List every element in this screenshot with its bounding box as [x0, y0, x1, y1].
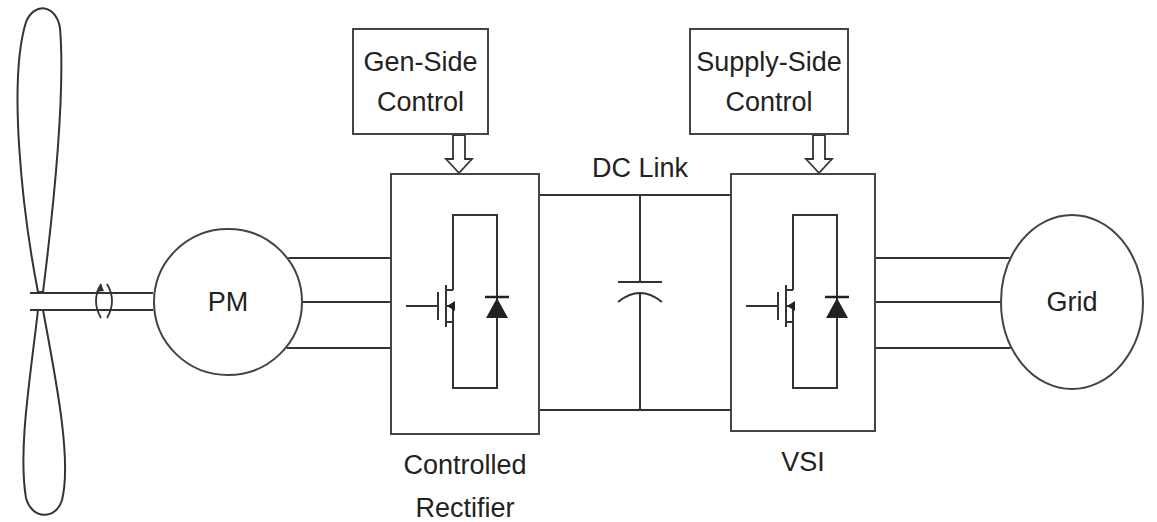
mosfet-diode-symbol — [746, 215, 849, 388]
capacitor-plate — [618, 281, 662, 283]
dc-link-label: DC Link — [592, 152, 688, 184]
node-label: Gen-Side Control — [354, 42, 487, 122]
node-label: Grid — [1046, 282, 1097, 322]
block-label: Controlled Rectifier — [365, 444, 565, 522]
rotation-arrow — [107, 284, 112, 318]
three-phase-lines — [876, 258, 1011, 348]
propeller-blade — [18, 8, 62, 292]
grid-circle: Grid — [1000, 214, 1144, 390]
control-arrow — [446, 135, 472, 173]
rotation-arrowhead — [96, 284, 104, 292]
inverter-box: VSI — [730, 173, 876, 432]
rectifier-box: Controlled Rectifier — [390, 173, 540, 435]
node-label: PM — [208, 282, 249, 322]
dc-link-bus — [540, 195, 730, 410]
control-arrow — [806, 135, 832, 173]
block-label: VSI — [703, 441, 903, 484]
mosfet-diode-symbol — [406, 215, 509, 388]
shaft — [30, 292, 153, 294]
control-box: Gen-Side Control — [352, 28, 489, 135]
control-box: Supply-Side Control — [689, 28, 849, 135]
propeller-blade — [23, 310, 65, 515]
generator-circle: PM — [153, 228, 303, 376]
capacitor-lead — [639, 293, 641, 410]
node-label: Supply-Side Control — [691, 42, 847, 122]
capacitor-lead — [639, 195, 641, 282]
shaft — [30, 309, 153, 311]
